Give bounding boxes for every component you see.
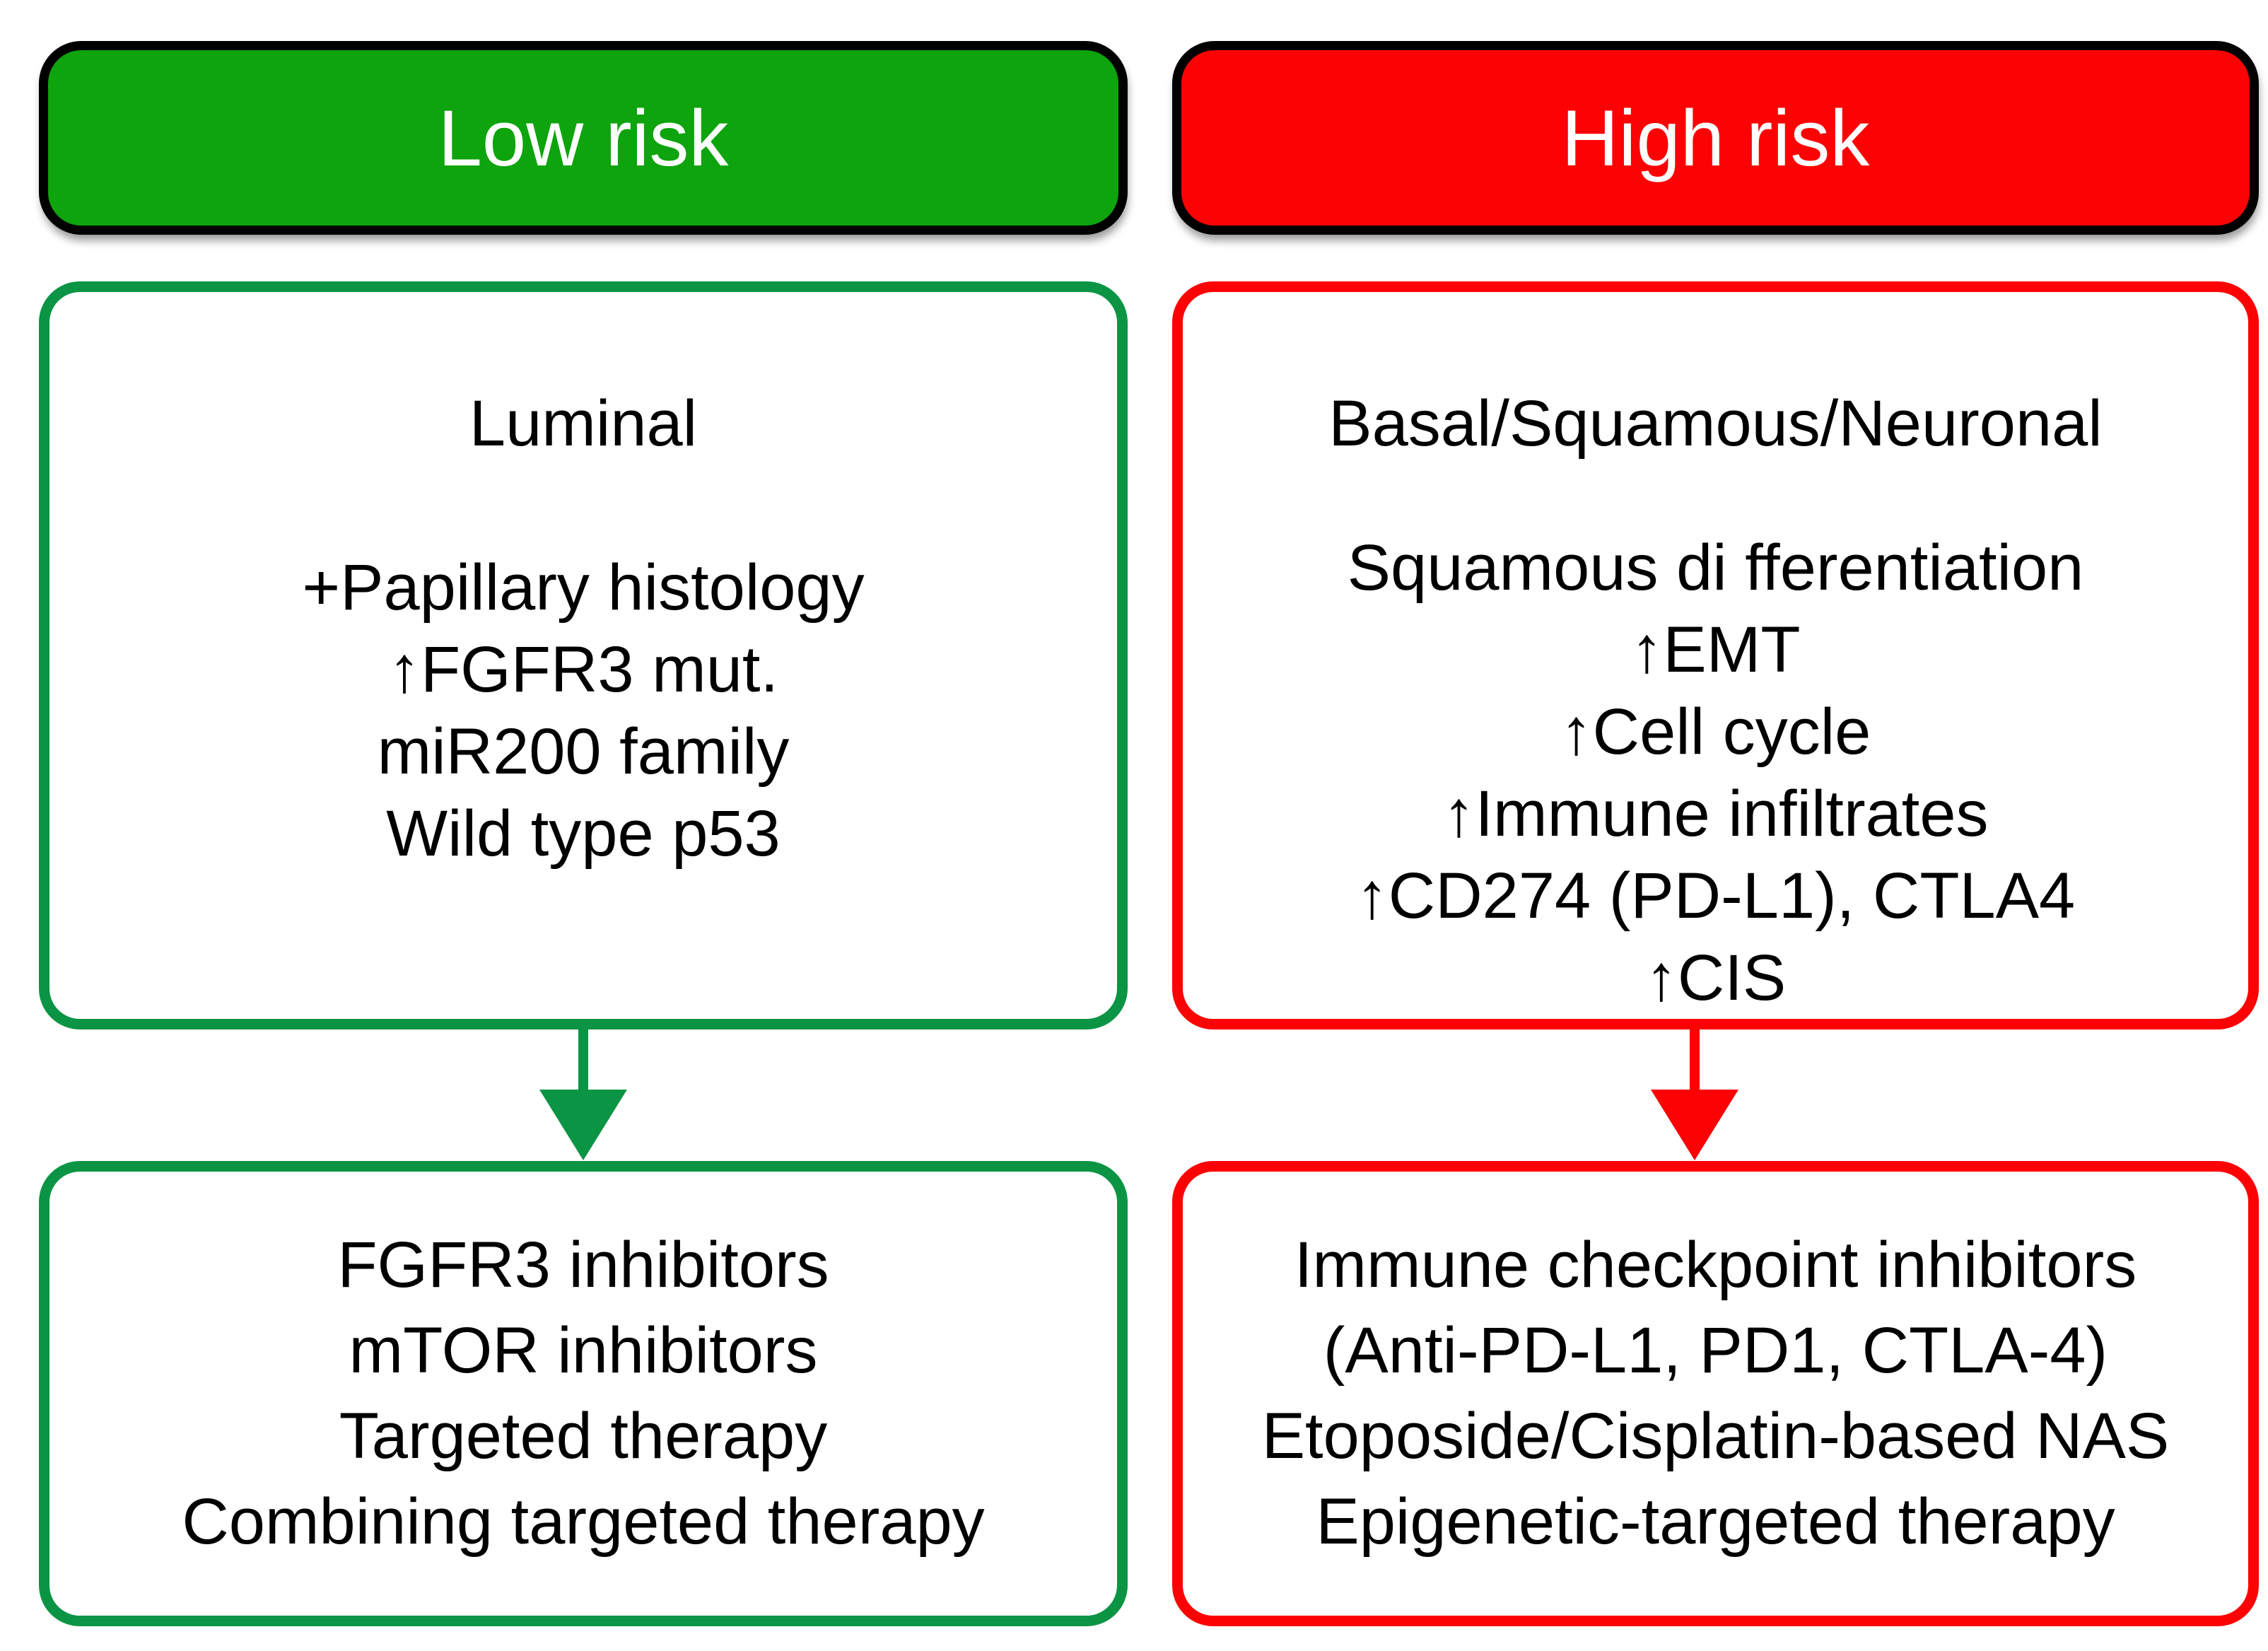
criteria-line: ↑Immune infiltrates <box>1442 778 1989 850</box>
therapy-line: Epigenetic-targeted therapy <box>1316 1486 2115 1558</box>
low-risk-header: Low risk <box>39 41 1128 235</box>
criteria-line: ↑EMT <box>1630 614 1801 686</box>
criteria-line: ↑CIS <box>1644 942 1787 1014</box>
criteria-line: ↑FGFR3 mut. <box>387 634 779 706</box>
therapy-line: Targeted therapy <box>339 1400 828 1472</box>
high-risk-header-label: High risk <box>1561 93 1870 182</box>
criteria-line: miR200 family <box>377 716 790 788</box>
low-risk-therapy-box: FGFR3 inhibitors mTOR inhibitors Targete… <box>39 1161 1128 1626</box>
criteria-line: Squamous di fferentiation <box>1347 532 2084 604</box>
therapy-line: (Anti-PD-L1, PD1, CTLA-4) <box>1323 1314 2108 1387</box>
low-risk-criteria-box: Luminal +Papillary histology ↑FGFR3 mut.… <box>39 281 1128 1029</box>
arrow-head <box>1651 1090 1738 1160</box>
down-arrow-icon <box>537 1029 629 1160</box>
therapy-line: FGFR3 inhibitors <box>337 1229 829 1301</box>
high-risk-therapy-box: Immune checkpoint inhibitors (Anti-PD-L1… <box>1172 1161 2259 1626</box>
therapy-line: Combining targeted therapy <box>182 1486 985 1558</box>
down-arrow-icon <box>1649 1029 1741 1160</box>
criteria-line: Wild type p53 <box>386 798 781 870</box>
low-risk-header-label: Low risk <box>438 93 729 182</box>
therapy-line: Immune checkpoint inhibitors <box>1294 1229 2137 1301</box>
criteria-line: +Papillary histology <box>302 552 865 624</box>
therapy-line: mTOR inhibitors <box>349 1314 818 1387</box>
arrow-head <box>539 1090 627 1160</box>
criteria-line: ↑Cell cycle <box>1560 696 1871 768</box>
high-risk-header: High risk <box>1172 41 2259 235</box>
criteria-line: Luminal <box>469 387 698 460</box>
arrow-stem <box>578 1029 588 1090</box>
high-risk-criteria-box: Basal/Squamous/Neuronal Squamous di ffer… <box>1172 281 2259 1029</box>
criteria-line: Basal/Squamous/Neuronal <box>1328 387 2103 460</box>
arrow-stem <box>1690 1029 1700 1090</box>
therapy-line: Etoposide/Cisplatin-based NAS <box>1261 1400 2170 1472</box>
criteria-line: ↑CD274 (PD-L1), CTLA4 <box>1355 860 2076 932</box>
